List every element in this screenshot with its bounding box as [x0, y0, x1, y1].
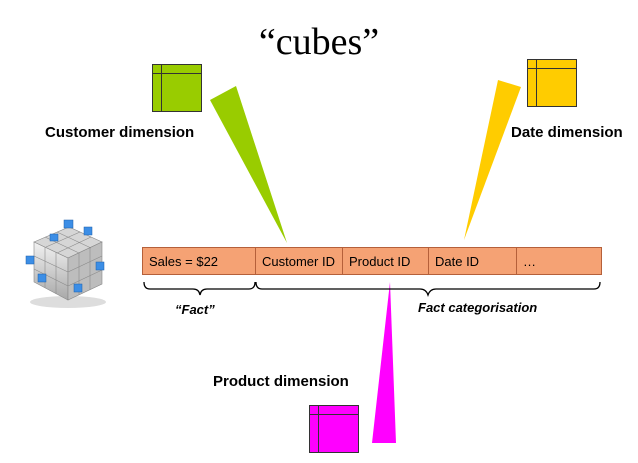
diagram-title: “cubes” — [258, 21, 380, 63]
fact-brace — [143, 281, 256, 296]
date-dimension-cube — [527, 59, 577, 107]
fact-categorisation-label: Fact categorisation — [418, 300, 538, 315]
rubik-cube-icon — [25, 219, 106, 308]
product-pointer — [372, 282, 396, 443]
product-dimension-label: Product dimension — [213, 373, 349, 390]
customer-dimension-cube — [152, 64, 202, 112]
categorisation-brace — [255, 281, 601, 298]
customer-pointer — [210, 86, 287, 243]
fact-cell-date-id: Date ID — [429, 248, 517, 274]
date-pointer — [464, 80, 521, 240]
fact-row: Sales = $22 Customer ID Product ID Date … — [142, 247, 602, 275]
date-dimension-label: Date dimension — [511, 124, 623, 141]
fact-cell-sales: Sales = $22 — [143, 248, 256, 274]
fact-cell-ellipsis: … — [523, 253, 536, 269]
product-dimension-cube — [309, 405, 359, 453]
fact-cell-customer-id: Customer ID — [256, 248, 343, 274]
customer-dimension-label: Customer dimension — [45, 124, 195, 141]
fact-cell-product-id: Product ID — [343, 248, 429, 274]
fact-label: “Fact” — [175, 302, 215, 317]
